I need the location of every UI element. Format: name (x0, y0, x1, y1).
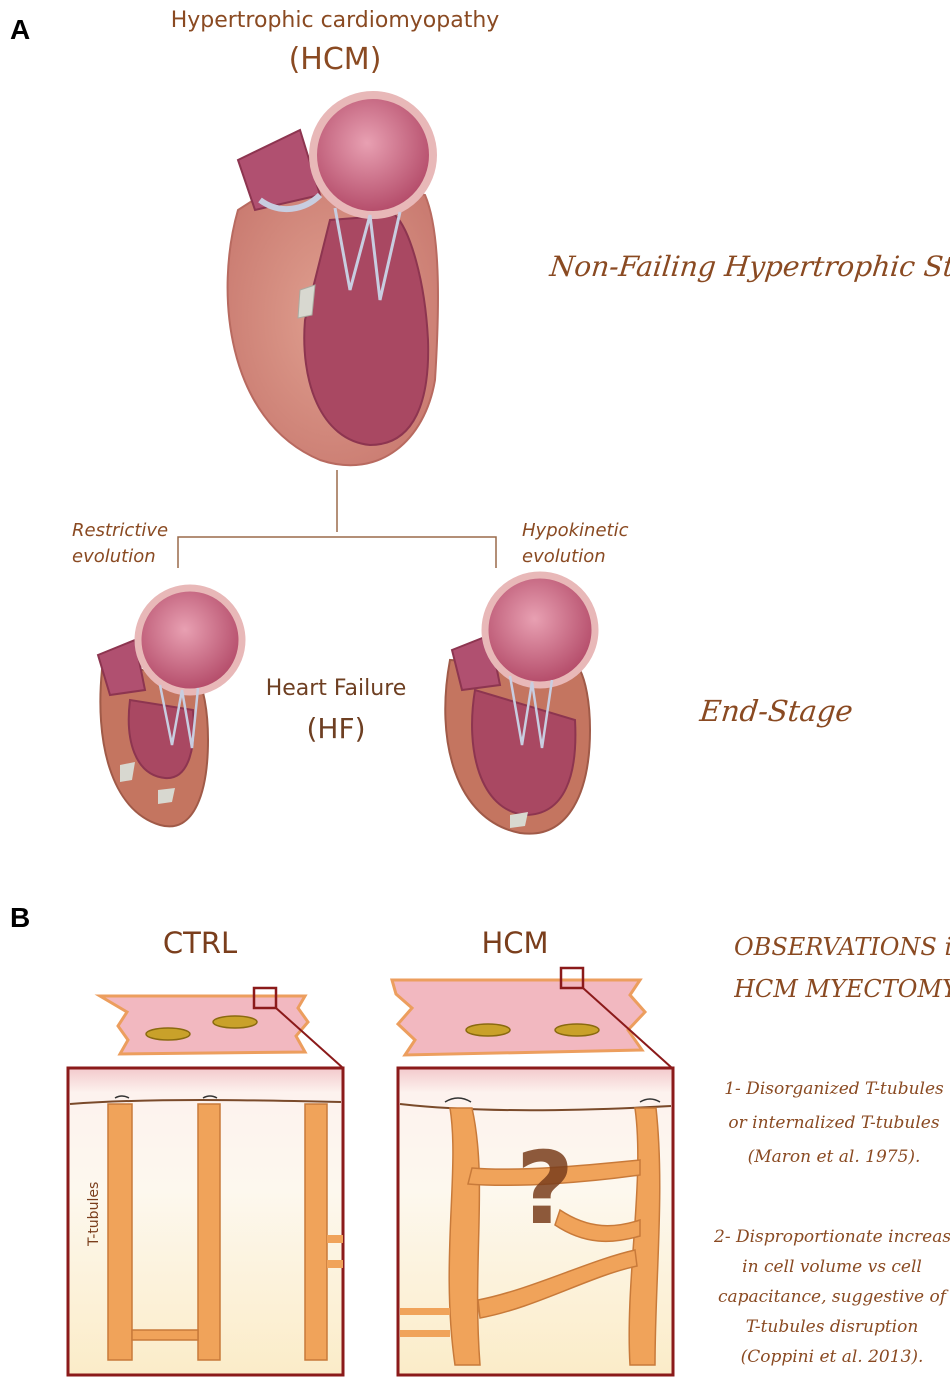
question-mark: ? (510, 1130, 580, 1247)
observation-1-line2: or internalized T-tubules (718, 1106, 950, 1140)
observation-1-line3: (Maron et al. 1975). (718, 1140, 950, 1174)
observation-2-line4: T-tubules disruption (714, 1312, 950, 1342)
observation-2-line1: 2- Disproportionate increase (714, 1222, 950, 1252)
hcm-cardiomyocyte (392, 968, 672, 1068)
observation-item-1: 1- Disorganized T-tubules or internalize… (718, 1072, 950, 1174)
observations-heading-line1: OBSERVATIONS in (734, 926, 950, 968)
ttubules-label: T-tubules (86, 1182, 102, 1246)
observations-heading: OBSERVATIONS in HCM MYECTOMYs: (734, 926, 950, 1010)
ctrl-cardiomyocyte (100, 988, 343, 1068)
observation-2-line5: (Coppini et al. 2013). (714, 1342, 950, 1372)
observation-1-line1: 1- Disorganized T-tubules (718, 1072, 950, 1106)
observation-2-line3: capacitance, suggestive of (714, 1282, 950, 1312)
observation-2-line2: in cell volume vs cell (714, 1252, 950, 1282)
observations-heading-line2: HCM MYECTOMYs: (734, 968, 950, 1010)
ctrl-ttubule-zoom-box (68, 1068, 343, 1375)
observation-item-2: 2- Disproportionate increase in cell vol… (714, 1222, 950, 1372)
